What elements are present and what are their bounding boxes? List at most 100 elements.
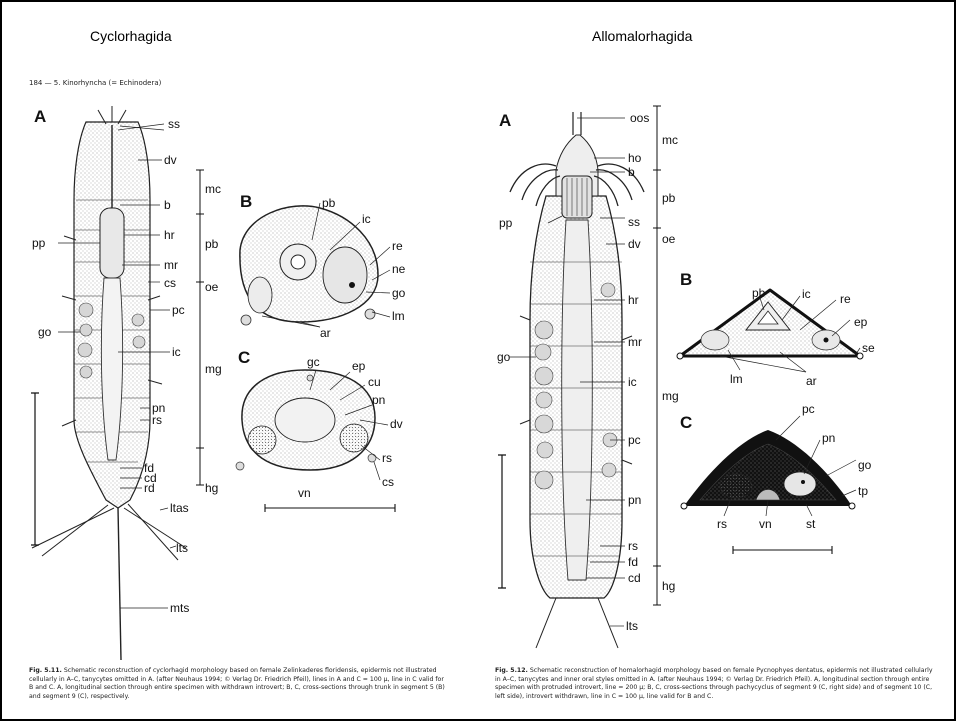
caption-right-text: Schematic reconstruction of homalorhagid… xyxy=(495,667,933,700)
label-r-hg: hg xyxy=(662,579,675,593)
label-r-pn: pn xyxy=(628,493,641,507)
label-rC-go: go xyxy=(858,458,872,472)
label-r-ss: ss xyxy=(628,215,640,229)
label-r-pb: pb xyxy=(662,191,676,205)
label-r-fd: fd xyxy=(628,555,638,569)
label-r-oe: oe xyxy=(662,232,676,246)
label-b: b xyxy=(164,198,171,212)
label-rB-re: re xyxy=(840,292,851,306)
left-panel-B: B pb ic re ne go lm ar xyxy=(240,192,406,340)
caption-left-text: Schematic reconstruction of cyclorhagid … xyxy=(29,667,445,700)
label-r-mc: mc xyxy=(662,133,678,147)
label-C-vn: vn xyxy=(298,486,311,500)
label-r-lts: lts xyxy=(626,619,638,633)
label-C-ep: ep xyxy=(352,359,366,373)
label-C-cu: cu xyxy=(368,375,381,389)
label-C-gc: gc xyxy=(307,355,320,369)
label-r-hr: hr xyxy=(628,293,639,307)
caption-right-lead: Fig. 5.12. xyxy=(495,667,528,674)
panel-letter-A-right: A xyxy=(499,111,511,130)
scale-bar-A-left xyxy=(31,393,39,545)
label-cs: cs xyxy=(164,276,176,290)
label-lts: lts xyxy=(176,541,188,555)
label-mr: mr xyxy=(164,258,178,272)
right-panel-B: B pb ic re ep se lm ar xyxy=(677,270,875,388)
label-rB-se: se xyxy=(862,341,875,355)
label-rC-st: st xyxy=(806,517,816,531)
label-rB-ar: ar xyxy=(806,374,817,388)
label-B-re: re xyxy=(392,239,403,253)
label-dv: dv xyxy=(164,153,177,167)
label-C-pn: pn xyxy=(372,393,385,407)
label-B-ar: ar xyxy=(320,326,331,340)
label-rC-pc: pc xyxy=(802,402,815,416)
label-mg: mg xyxy=(205,362,222,376)
label-B-ic: ic xyxy=(362,212,371,226)
label-ic: ic xyxy=(172,345,181,359)
label-rC-tp: tp xyxy=(858,484,868,498)
label-mc: mc xyxy=(205,182,221,196)
gut-section-C xyxy=(275,398,335,442)
label-C-dv: dv xyxy=(390,417,403,431)
label-ltas: ltas xyxy=(170,501,189,515)
label-rB-lm: lm xyxy=(730,372,743,386)
label-C-rs: rs xyxy=(382,451,392,465)
gonad-section-B xyxy=(323,247,367,303)
pharyngeal-bulb xyxy=(100,208,124,278)
midgut xyxy=(101,278,122,460)
label-hg: hg xyxy=(205,481,218,495)
scale-bar-C-left xyxy=(265,504,395,512)
label-rd: rd xyxy=(144,481,155,495)
label-rB-ic: ic xyxy=(802,287,811,301)
scale-bar-A-right xyxy=(498,455,506,588)
caption-right: Fig. 5.12. Schematic reconstruction of h… xyxy=(495,667,935,701)
label-oos: oos xyxy=(630,111,649,125)
caption-left-lead: Fig. 5.11. xyxy=(29,667,62,674)
panel-letter-B-right: B xyxy=(680,270,692,289)
panel-letter-A-left: A xyxy=(34,107,46,126)
right-panel-C: C pc pn go tp rs vn st xyxy=(680,402,872,554)
left-panel-C: C gc ep cu pn dv rs cs vn xyxy=(236,348,403,512)
oral-styles xyxy=(573,112,581,135)
label-mts: mts xyxy=(170,601,189,615)
label-oe: oe xyxy=(205,280,219,294)
scale-bar-C-right xyxy=(733,546,832,554)
label-r-mr: mr xyxy=(628,335,642,349)
label-r-ic: ic xyxy=(628,375,637,389)
label-ss: ss xyxy=(168,117,180,131)
label-rB-ep: ep xyxy=(854,315,868,329)
right-panel-A: A oos mc ho b pb pp ss dv oe hr go mr ic… xyxy=(497,106,679,648)
label-r-go: go xyxy=(497,350,511,364)
label-r-mg: mg xyxy=(662,389,679,403)
label-ho: ho xyxy=(628,151,642,165)
left-panel-A: A ss dv mc b pb pp hr mr cs oe pc go ic … xyxy=(31,106,222,660)
caption-left: Fig. 5.11. Schematic reconstruction of c… xyxy=(29,667,449,701)
label-B-ne: ne xyxy=(392,262,406,276)
label-B-pb: pb xyxy=(322,196,336,210)
label-pb: pb xyxy=(205,237,219,251)
panel-letter-C-left: C xyxy=(238,348,250,367)
label-r-b: b xyxy=(628,165,635,179)
label-C-cs: cs xyxy=(382,475,394,489)
label-B-lm: lm xyxy=(392,309,405,323)
label-r-pc: pc xyxy=(628,433,641,447)
label-rC-rs: rs xyxy=(717,517,727,531)
label-rC-vn: vn xyxy=(759,517,772,531)
label-r-cd: cd xyxy=(628,571,641,585)
scalids xyxy=(98,106,126,124)
label-pc: pc xyxy=(172,303,185,317)
label-r-pp: pp xyxy=(499,216,513,230)
label-rs: rs xyxy=(152,413,162,427)
label-hr: hr xyxy=(164,228,175,242)
panel-letter-C-right: C xyxy=(680,413,692,432)
label-r-rs: rs xyxy=(628,539,638,553)
label-pp: pp xyxy=(32,236,46,250)
midgut-right xyxy=(562,220,593,580)
label-rB-pb: pb xyxy=(752,286,766,300)
label-rC-pn: pn xyxy=(822,431,835,445)
label-r-dv: dv xyxy=(628,237,641,251)
label-B-go: go xyxy=(392,286,406,300)
label-go: go xyxy=(38,325,52,339)
panel-letter-B-left: B xyxy=(240,192,252,211)
